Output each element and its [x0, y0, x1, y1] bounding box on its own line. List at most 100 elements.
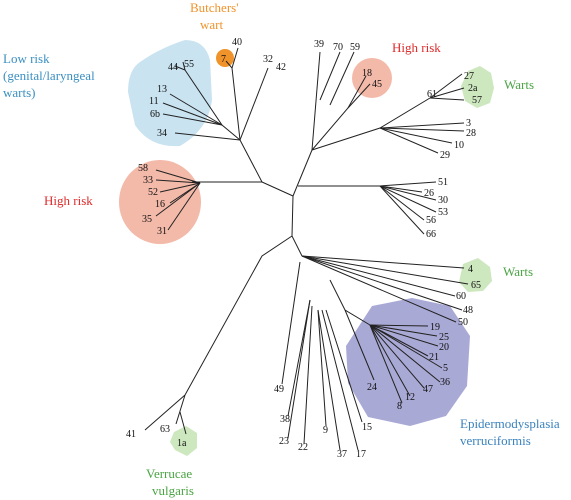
leaf-label: 39 — [314, 39, 324, 50]
branch — [225, 60, 233, 69]
branch — [369, 324, 425, 389]
epidermo-region — [346, 298, 470, 426]
branch — [379, 122, 465, 129]
branch — [319, 51, 341, 101]
leaf-label: 19 — [430, 322, 440, 333]
leaf-label: 29 — [440, 150, 450, 161]
leaf-label: 51 — [438, 177, 448, 188]
leaf-label: 27 — [464, 71, 474, 82]
branch — [429, 97, 465, 101]
verrucae-vulgaris-label: Verrucae vulgaris — [146, 466, 195, 498]
leaf-label: 45 — [372, 79, 382, 90]
branch — [317, 309, 327, 427]
leaf-label: 23 — [279, 436, 289, 447]
branch — [379, 185, 425, 235]
leaf-label: 9 — [323, 425, 328, 436]
leaf-label: 21 — [429, 352, 439, 363]
branch — [369, 324, 429, 357]
branch — [301, 255, 456, 297]
leaf-label: 40 — [232, 37, 242, 48]
leaf-label: 41 — [126, 429, 136, 440]
leaf-label: 35 — [142, 214, 152, 225]
leaf-label: 11 — [149, 96, 159, 107]
branch — [174, 132, 241, 141]
branch — [429, 87, 465, 99]
leaf-label: 15 — [362, 422, 372, 433]
branch — [291, 195, 294, 237]
high-risk-left-label: High risk — [44, 193, 93, 208]
high-risk-top-region — [352, 58, 392, 98]
tree-branches — [144, 47, 469, 451]
butchers-wart-region — [216, 49, 234, 67]
leaf-label: 48 — [463, 305, 473, 316]
branch — [155, 169, 201, 184]
leaf-label: 30 — [438, 195, 448, 206]
leaf-label: 32 — [263, 54, 273, 65]
leaf-label: 5 — [443, 363, 448, 374]
leaf-label: 8 — [397, 401, 402, 412]
leaf-label: 17 — [356, 449, 366, 460]
branch — [317, 309, 341, 451]
leaf-labels: 40 7 32 42 39 70 59 18 45 61 27 2a 57 3 … — [126, 37, 482, 460]
warts-top-label: Warts — [504, 77, 534, 92]
leaf-label: 47 — [423, 384, 433, 395]
leaf-label: 12 — [405, 392, 415, 403]
leaf-label: 52 — [148, 187, 158, 198]
branch — [239, 67, 269, 141]
leaf-label: 1a — [177, 438, 187, 449]
branch — [379, 185, 425, 221]
branch — [329, 51, 355, 106]
leaf-label: 59 — [350, 42, 360, 53]
leaf-label: 65 — [471, 280, 481, 291]
branch — [379, 181, 437, 187]
branch — [379, 185, 437, 201]
branch — [167, 182, 201, 231]
branch — [261, 181, 294, 197]
branch — [287, 299, 311, 417]
branch — [311, 51, 321, 151]
warts-top-region — [461, 66, 494, 108]
epidermodysplasia-label: Epidermodysplasia verruciformis — [460, 416, 563, 448]
branch — [369, 324, 411, 397]
leaf-label: 33 — [143, 175, 153, 186]
leaf-label: 36 — [440, 377, 450, 388]
branch — [369, 324, 438, 337]
leaf-label: 2a — [468, 83, 478, 94]
branch — [155, 179, 201, 184]
leaf-label: 10 — [454, 140, 464, 151]
leaf-label: 56 — [426, 215, 436, 226]
branch — [369, 324, 443, 369]
leaf-label: 66 — [426, 229, 436, 240]
leaf-label: 53 — [438, 207, 448, 218]
branch — [179, 411, 187, 435]
branch — [369, 324, 439, 347]
leaf-label: 70 — [333, 42, 343, 53]
branch — [144, 394, 186, 431]
branch — [231, 47, 239, 69]
leaf-label: 55 — [184, 59, 194, 70]
leaf-label: 6b — [150, 109, 160, 120]
leaf-label: 7 — [221, 54, 226, 65]
leaf-label: 57 — [472, 95, 482, 106]
leaf-label: 63 — [160, 424, 170, 435]
leaf-label: 28 — [466, 128, 476, 139]
leaf-label: 3 — [466, 118, 471, 129]
leaf-label: 37 — [337, 449, 347, 460]
leaf-label: 58 — [138, 163, 148, 174]
branch — [174, 65, 186, 71]
branch — [369, 324, 429, 327]
branch — [231, 67, 241, 141]
branch — [369, 324, 403, 404]
verrucae-region — [170, 426, 197, 456]
leaf-label: 20 — [439, 342, 449, 353]
branch — [175, 394, 186, 425]
branch — [303, 305, 313, 445]
branch — [301, 255, 463, 311]
high-risk-left-region — [119, 160, 201, 244]
leaf-label: 31 — [157, 226, 167, 237]
leaf-label: 26 — [424, 188, 434, 199]
leaf-label: 25 — [439, 332, 449, 343]
branch — [182, 61, 186, 71]
